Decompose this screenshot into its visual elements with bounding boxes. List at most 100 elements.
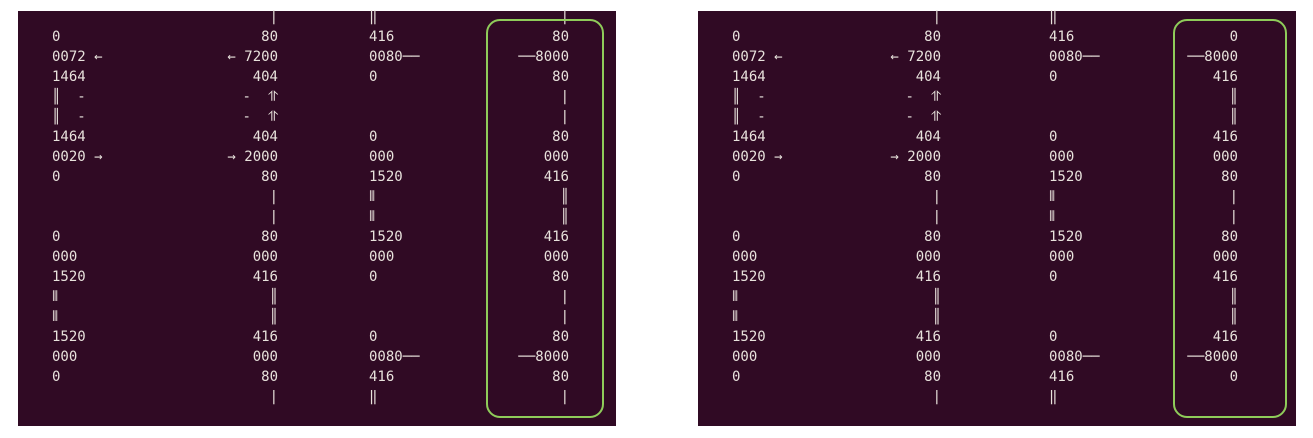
terminal-row: 1464 404 0 416 [698,67,1296,87]
terminal-cell: 1464 [732,129,766,145]
terminal-cell: 404 [915,69,941,85]
terminal-cell: 1464 [52,69,86,85]
terminal-cell: | [1229,189,1238,205]
terminal-cell: | [1229,209,1238,225]
terminal-cell: 80 [552,29,569,45]
terminal-cell: 1520 [1049,229,1083,245]
terminal-cell: 80 [552,329,569,345]
terminal-cell: 000 [732,349,758,365]
terminal-row: |⦀║ [18,207,616,227]
terminal-row: |⦀║ [18,187,616,207]
terminal-row: ║ -- ⥣║ [698,87,1296,107]
terminal-cell: | [269,389,278,405]
terminal-cell: 416 [1212,129,1238,145]
terminal-cell: ──8000 [1187,349,1238,365]
terminal-cell: - ⥣ [905,89,941,105]
terminal-cell: → 2000 [227,149,278,165]
terminal-cell: ║ - [732,89,766,105]
terminal-cell: ⦀ [369,189,376,205]
terminal-row: |‖| [18,7,616,27]
terminal-cell: 404 [252,69,278,85]
terminal-cell: 416 [915,269,941,285]
terminal-cell: 80 [261,229,278,245]
terminal-cell: ║ - [732,109,766,125]
terminal-cell: | [269,9,278,25]
terminal-cell: 1464 [732,69,766,85]
terminal-cell: 0 [732,229,741,245]
terminal-cell: 0080── [1049,349,1100,365]
terminal-cell: 0 [369,269,378,285]
terminal-cell: 0080── [1049,49,1100,65]
terminal-row: |⦀| [698,207,1296,227]
terminal-cell: 000 [1049,149,1075,165]
terminal-cell: 80 [924,169,941,185]
terminal-cell: 0 [1229,369,1238,385]
terminal-row: |⦀| [698,187,1296,207]
terminal-cell: 0072 ← [52,49,103,65]
terminal-cell: | [269,189,278,205]
terminal-cell: 416 [915,329,941,345]
terminal-cell: 0 [52,229,61,245]
terminal-cell: 000 [1049,249,1075,265]
terminal-cell: | [932,209,941,225]
terminal-cell: ║ [1229,109,1238,125]
terminal-cell: 000 [1212,149,1238,165]
terminal-cell: ← 7200 [227,49,278,65]
terminal-cell: ‖ [1049,9,1058,25]
terminal-cell: 416 [1212,69,1238,85]
terminal-cell: 1520 [369,169,403,185]
terminal-cell: 80 [552,269,569,285]
terminal-cell: ║ - [52,109,86,125]
terminal-cell: 000 [52,349,78,365]
terminal-cell: 0080── [369,349,420,365]
terminal-cell: 1520 [369,229,403,245]
terminal-cell: 0 [1049,69,1058,85]
terminal-cell: 416 [543,169,569,185]
terminal-cell: 0 [369,329,378,345]
terminal-cell: | [560,309,569,325]
terminal-cell: 80 [924,369,941,385]
terminal-cell: 80 [261,369,278,385]
terminal-cell: 000 [915,249,941,265]
terminal-cell: ║ - [52,89,86,105]
terminal-cell: 0 [1049,129,1058,145]
terminal-cell: - ⥣ [242,89,278,105]
terminal-cell: 000 [543,249,569,265]
terminal-cell: 1520 [732,269,766,285]
terminal-cell: 0020 → [52,149,103,165]
terminal-cell: 0 [1229,29,1238,45]
terminal-cell: ║ [932,289,941,305]
terminal-cell: | [560,289,569,305]
terminal-cell: 1520 [52,329,86,345]
terminal-cell: ──8000 [518,349,569,365]
terminal-row: |‖| [18,387,616,407]
terminal-row: ⦀║| [18,307,616,327]
terminal-cell: | [932,389,941,405]
terminal-cell: 0 [732,29,741,45]
terminal-row: ║ -- ⥣| [18,87,616,107]
terminal-cell: 1464 [52,129,86,145]
terminal-cell: 000 [1212,249,1238,265]
terminal-cell: 0 [732,369,741,385]
terminal-cell: ║ [560,209,569,225]
terminal-cell: 416 [1212,329,1238,345]
terminal-cell: ║ [932,309,941,325]
terminal-cell: 000 [369,149,395,165]
terminal-cell: 404 [915,129,941,145]
terminal-cell: 416 [543,229,569,245]
terminal-cell: ⦀ [732,289,739,305]
terminal-cell: 0 [369,129,378,145]
terminal-cell: ║ [269,309,278,325]
